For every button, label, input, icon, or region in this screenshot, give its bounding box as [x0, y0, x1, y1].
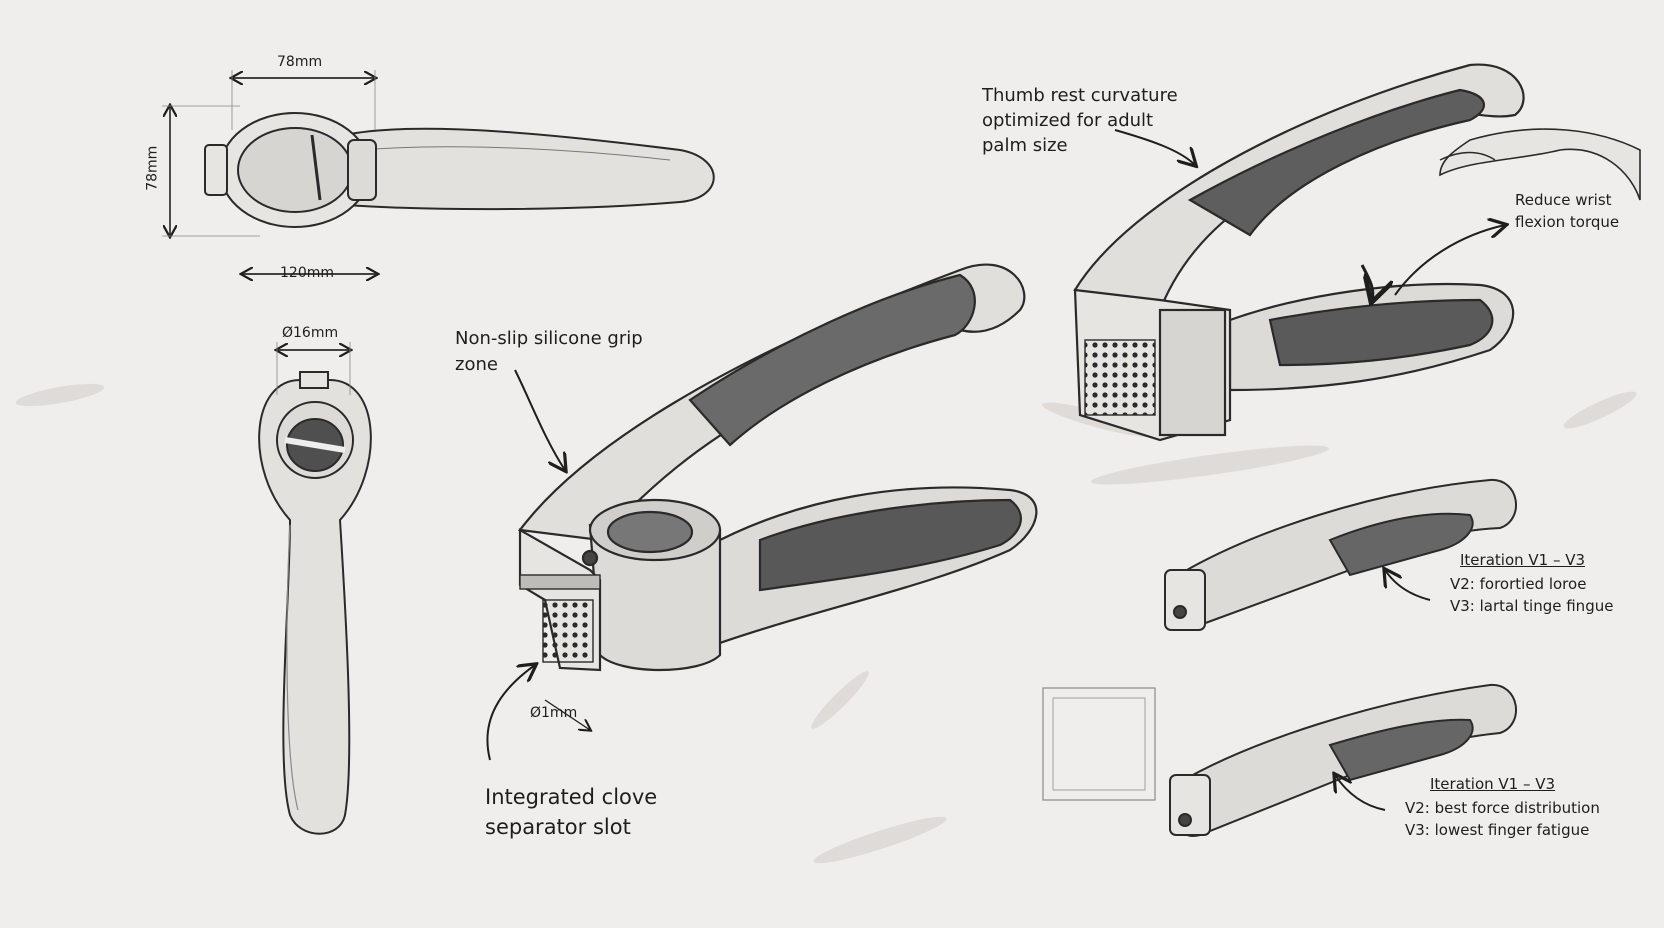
iteration-1-line-2: V3: lartal tinge fingue [1450, 597, 1614, 615]
iteration-1-line-1: V2: forortied loroe [1450, 575, 1587, 593]
slot-callout-line-2: separator slot [485, 815, 631, 839]
side-view-sketch [258, 342, 372, 835]
background-smudges [15, 383, 1637, 864]
top-width-dimension: 78mm [277, 54, 323, 70]
top-height-dimension: 78mm [144, 145, 161, 191]
top-view-sketch [162, 70, 715, 274]
top-length-dimension: 120mm [280, 265, 334, 281]
hole-diameter-dimension: Ø1mm [530, 705, 578, 721]
grip-callout-line-1: Non-slip silicone grip [455, 328, 643, 349]
wrist-callout-line-2: flexion torque [1515, 213, 1620, 231]
thumb-callout-line-1: Thumb rest curvature [982, 85, 1178, 106]
thumb-rest-press-sketch [1073, 63, 1641, 442]
iteration-2-line-2: V3: lowest finger fatigue [1405, 821, 1590, 839]
thumb-callout-line-2: optimized for adult [982, 110, 1154, 131]
iteration-1-title: Iteration V1 – V3 [1460, 551, 1586, 569]
callout-arrows [486, 129, 1505, 811]
grip-callout-line-2: zone [455, 354, 498, 375]
thumb-callout-line-3: palm size [982, 135, 1068, 156]
iteration-2-title: Iteration V1 – V3 [1430, 775, 1556, 793]
slot-callout-line-1: Integrated clove [485, 785, 658, 809]
iteration-2-line-1: V2: best force distribution [1405, 799, 1600, 817]
iteration-sketch-2 [1042, 683, 1517, 837]
main-press-sketch [517, 263, 1038, 672]
iteration-sketch-1 [1164, 478, 1517, 631]
wrist-callout-line-1: Reduce wrist [1515, 191, 1612, 209]
side-diameter-dimension: Ø16mm [282, 325, 339, 341]
